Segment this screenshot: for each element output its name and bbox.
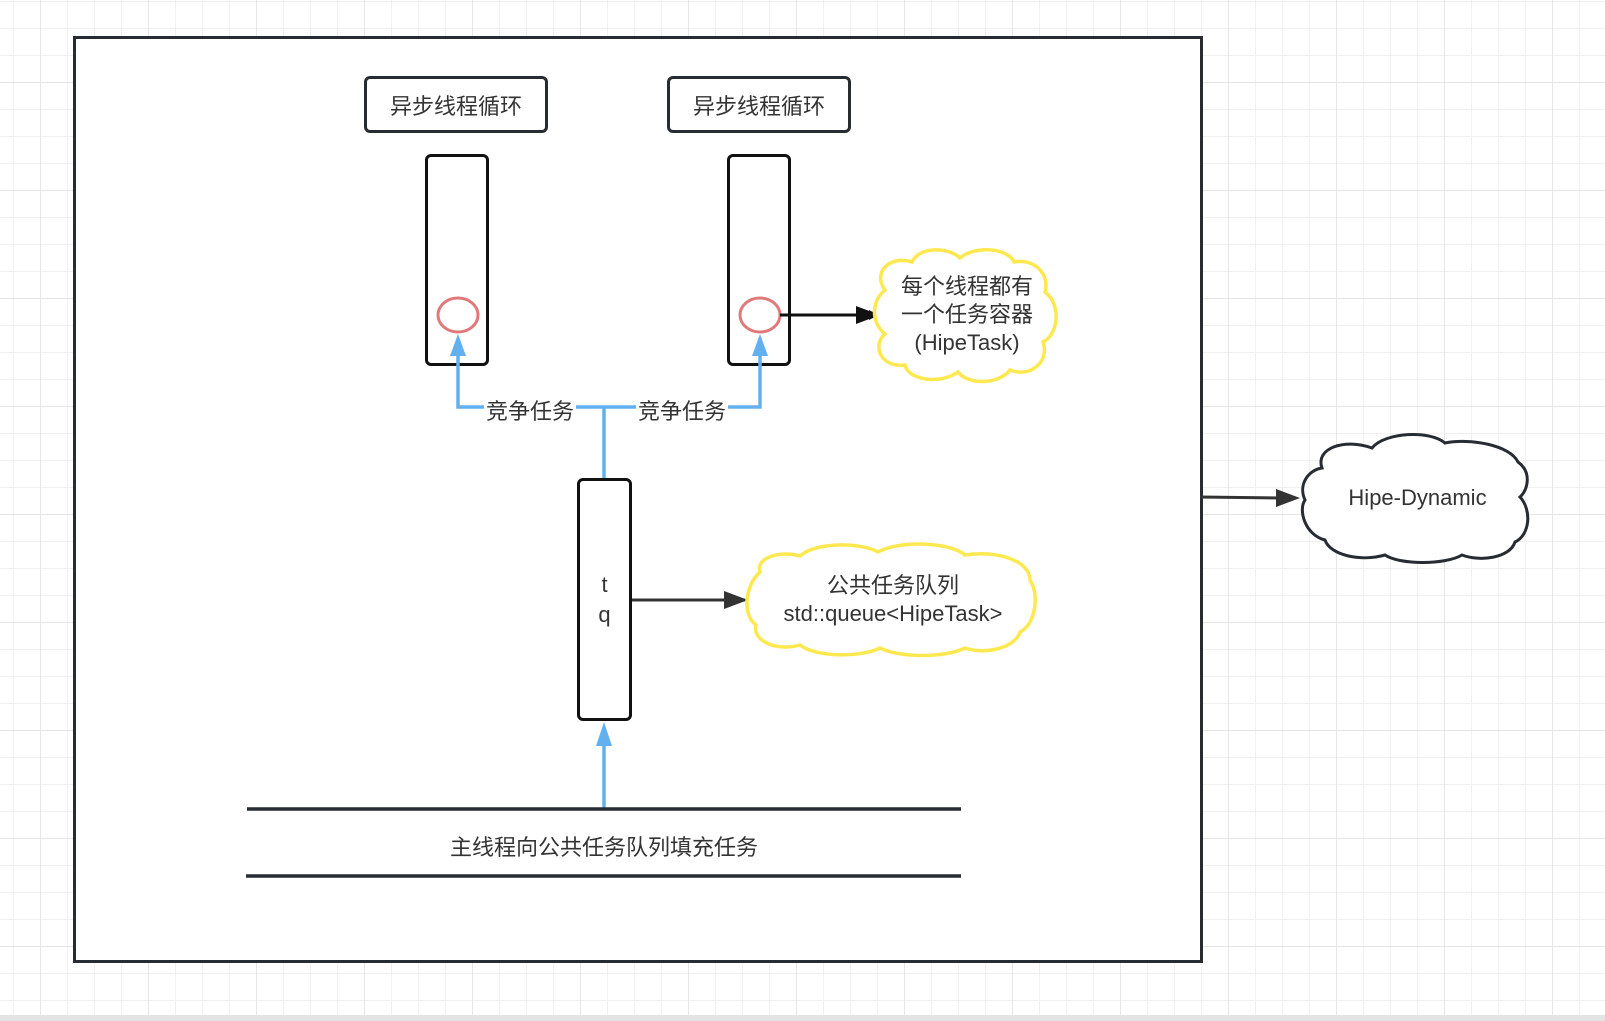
hipe-dynamic-label: Hipe-Dynamic bbox=[1348, 485, 1487, 510]
thread-loop-label-1[interactable]: 异步线程循环 bbox=[364, 76, 548, 133]
container-note-line-2: 一个任务容器 bbox=[900, 302, 1033, 327]
thread-loop-label-2[interactable]: 异步线程循环 bbox=[667, 76, 851, 133]
thread-pool-container[interactable] bbox=[73, 36, 1203, 963]
container-note-line-1: 每个线程都有 bbox=[900, 274, 1033, 299]
container-note-line-3: (HipeTask) bbox=[914, 330, 1020, 355]
queue-letter-t: t bbox=[601, 571, 608, 597]
thread-loop-label-2-text: 异步线程循环 bbox=[692, 93, 825, 119]
hipe-dynamic-arrow[interactable] bbox=[1199, 495, 1281, 500]
thread-loop-label-1-text: 异步线程循环 bbox=[389, 93, 522, 119]
thread-column-1[interactable] bbox=[425, 154, 489, 366]
canvas-bottom-bar bbox=[0, 1015, 1605, 1021]
container-note-text: 每个线程都有 一个任务容器 (HipeTask) bbox=[887, 273, 1047, 357]
thread-column-2[interactable] bbox=[727, 154, 791, 366]
compete-edge-right-label: 竞争任务 bbox=[636, 394, 729, 426]
task-queue-column[interactable]: t q bbox=[577, 478, 632, 721]
queue-note-line-2: std::queue<HipeTask> bbox=[783, 601, 1003, 626]
queue-letter-q: q bbox=[598, 601, 611, 627]
main-thread-label: 主线程向公共任务队列填充任务 bbox=[449, 835, 758, 860]
arrowhead-hipe-dynamic-icon bbox=[1276, 489, 1300, 507]
compete-edge-left-label: 竞争任务 bbox=[484, 394, 577, 426]
queue-note-line-1: 公共任务队列 bbox=[826, 573, 959, 598]
queue-note-text: 公共任务队列 std::queue<HipeTask> bbox=[762, 572, 1024, 628]
